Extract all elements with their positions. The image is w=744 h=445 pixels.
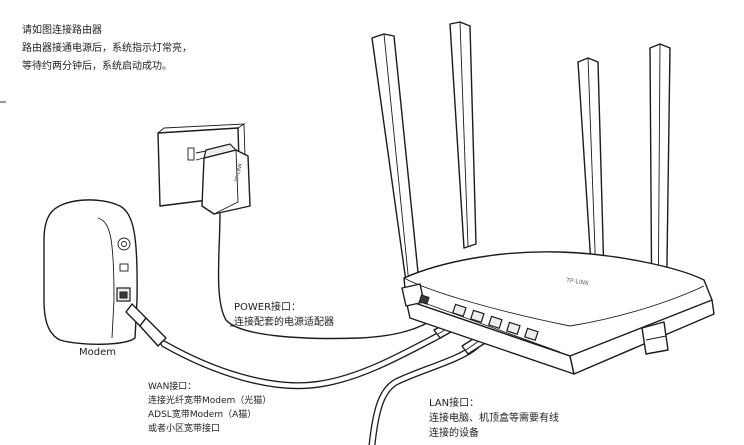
router-ports [418,294,539,342]
adapter-brand-mark: TP-LINK [234,162,244,184]
instruction-line-1: 请如图连接路由器 [22,25,102,36]
lan-port-title: LAN接口： [429,398,480,409]
lan-port-line-1: 连接电脑、机顶盒等需要有线 [429,413,559,424]
wan-port-line-2: ADSL宽带Modem（A猫） [148,410,257,420]
wan-port-line-1: 连接光纤宽带Modem（光猫） [148,396,272,406]
modem-cable-connector [125,303,167,347]
router-body [403,251,715,375]
power-port-desc: 连接配套的电源适配器 [234,317,334,328]
modem-label: Modem [79,347,116,358]
wan-port-line-3: 或者小区宽带接口 [148,424,221,434]
wan-port-title: WAN接口： [148,382,197,392]
modem-device [43,199,138,345]
router-brand-mark: TP-LINK [565,277,591,287]
lan-port-label: LAN接口： 连接电脑、机顶盒等需要有线 连接的设备 [429,396,559,441]
lan-port-line-2: 连接的设备 [429,428,479,439]
router-antennas [371,21,671,337]
power-port-title: POWER接口： [234,302,302,313]
power-port-label: POWER接口： 连接配套的电源适配器 [234,300,334,330]
setup-instructions: 请如图连接路由器 路由器接通电源后，系统指示灯常亮， 等待约两分钟后，系统启动成… [22,22,192,76]
instruction-line-2: 路由器接通电源后，系统指示灯常亮， [22,43,192,54]
power-adapter [195,143,251,215]
wan-port-label: WAN接口： 连接光纤宽带Modem（光猫） ADSL宽带Modem（A猫） 或… [148,380,271,436]
instruction-line-3: 等待约两分钟后，系统启动成功。 [22,61,172,72]
lan-cable [368,342,480,445]
power-cable [217,213,437,340]
